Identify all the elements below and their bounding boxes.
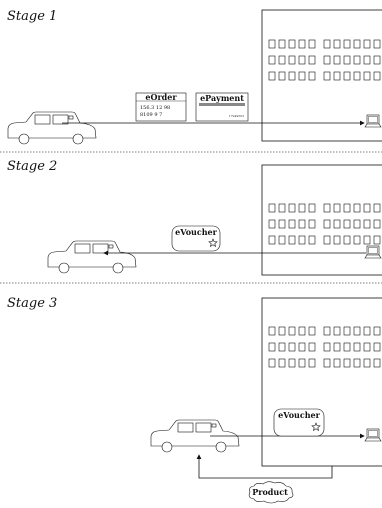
stage-2-car [48, 241, 136, 273]
product-cloud: Product [249, 482, 293, 503]
epayment-stripe [199, 103, 245, 106]
epayment-fine: 17949503 [229, 114, 244, 118]
eorder-title: eOrder [145, 92, 177, 102]
stage-1: Stage 1 eOrder 156.3 12 98 8109 9 7 ePay… [7, 9, 382, 144]
eorder-row1: 156.3 12 98 [140, 105, 170, 111]
stage-2-label: Stage 2 [7, 159, 57, 174]
stage-3: Stage 3 eVoucher Product [7, 296, 382, 503]
stage-3-building [262, 298, 382, 466]
eorder-row2: 8109 9 7 [140, 112, 162, 118]
stage-1-label: Stage 1 [7, 9, 57, 24]
stage-2-evoucher-title: eVoucher [175, 227, 217, 237]
stage-3-evoucher: eVoucher [274, 409, 324, 436]
epayment-document: ePayment 17949503 [196, 93, 248, 121]
stage-1-laptop [365, 115, 381, 127]
stage-3-label: Stage 3 [7, 296, 57, 311]
stage-2-laptop [365, 246, 381, 258]
stage-3-evoucher-title: eVoucher [278, 410, 320, 420]
stage-1-building [262, 10, 382, 141]
stage-1-car [8, 112, 96, 144]
stage-2: Stage 2 eVoucher [7, 159, 382, 275]
product-label: Product [252, 487, 288, 497]
epayment-title: ePayment [200, 93, 244, 103]
stage-2-evoucher: eVoucher [172, 226, 220, 251]
stage-2-building [262, 165, 382, 275]
eorder-document: eOrder 156.3 12 98 8109 9 7 [136, 92, 186, 121]
stage-3-laptop [365, 429, 381, 441]
